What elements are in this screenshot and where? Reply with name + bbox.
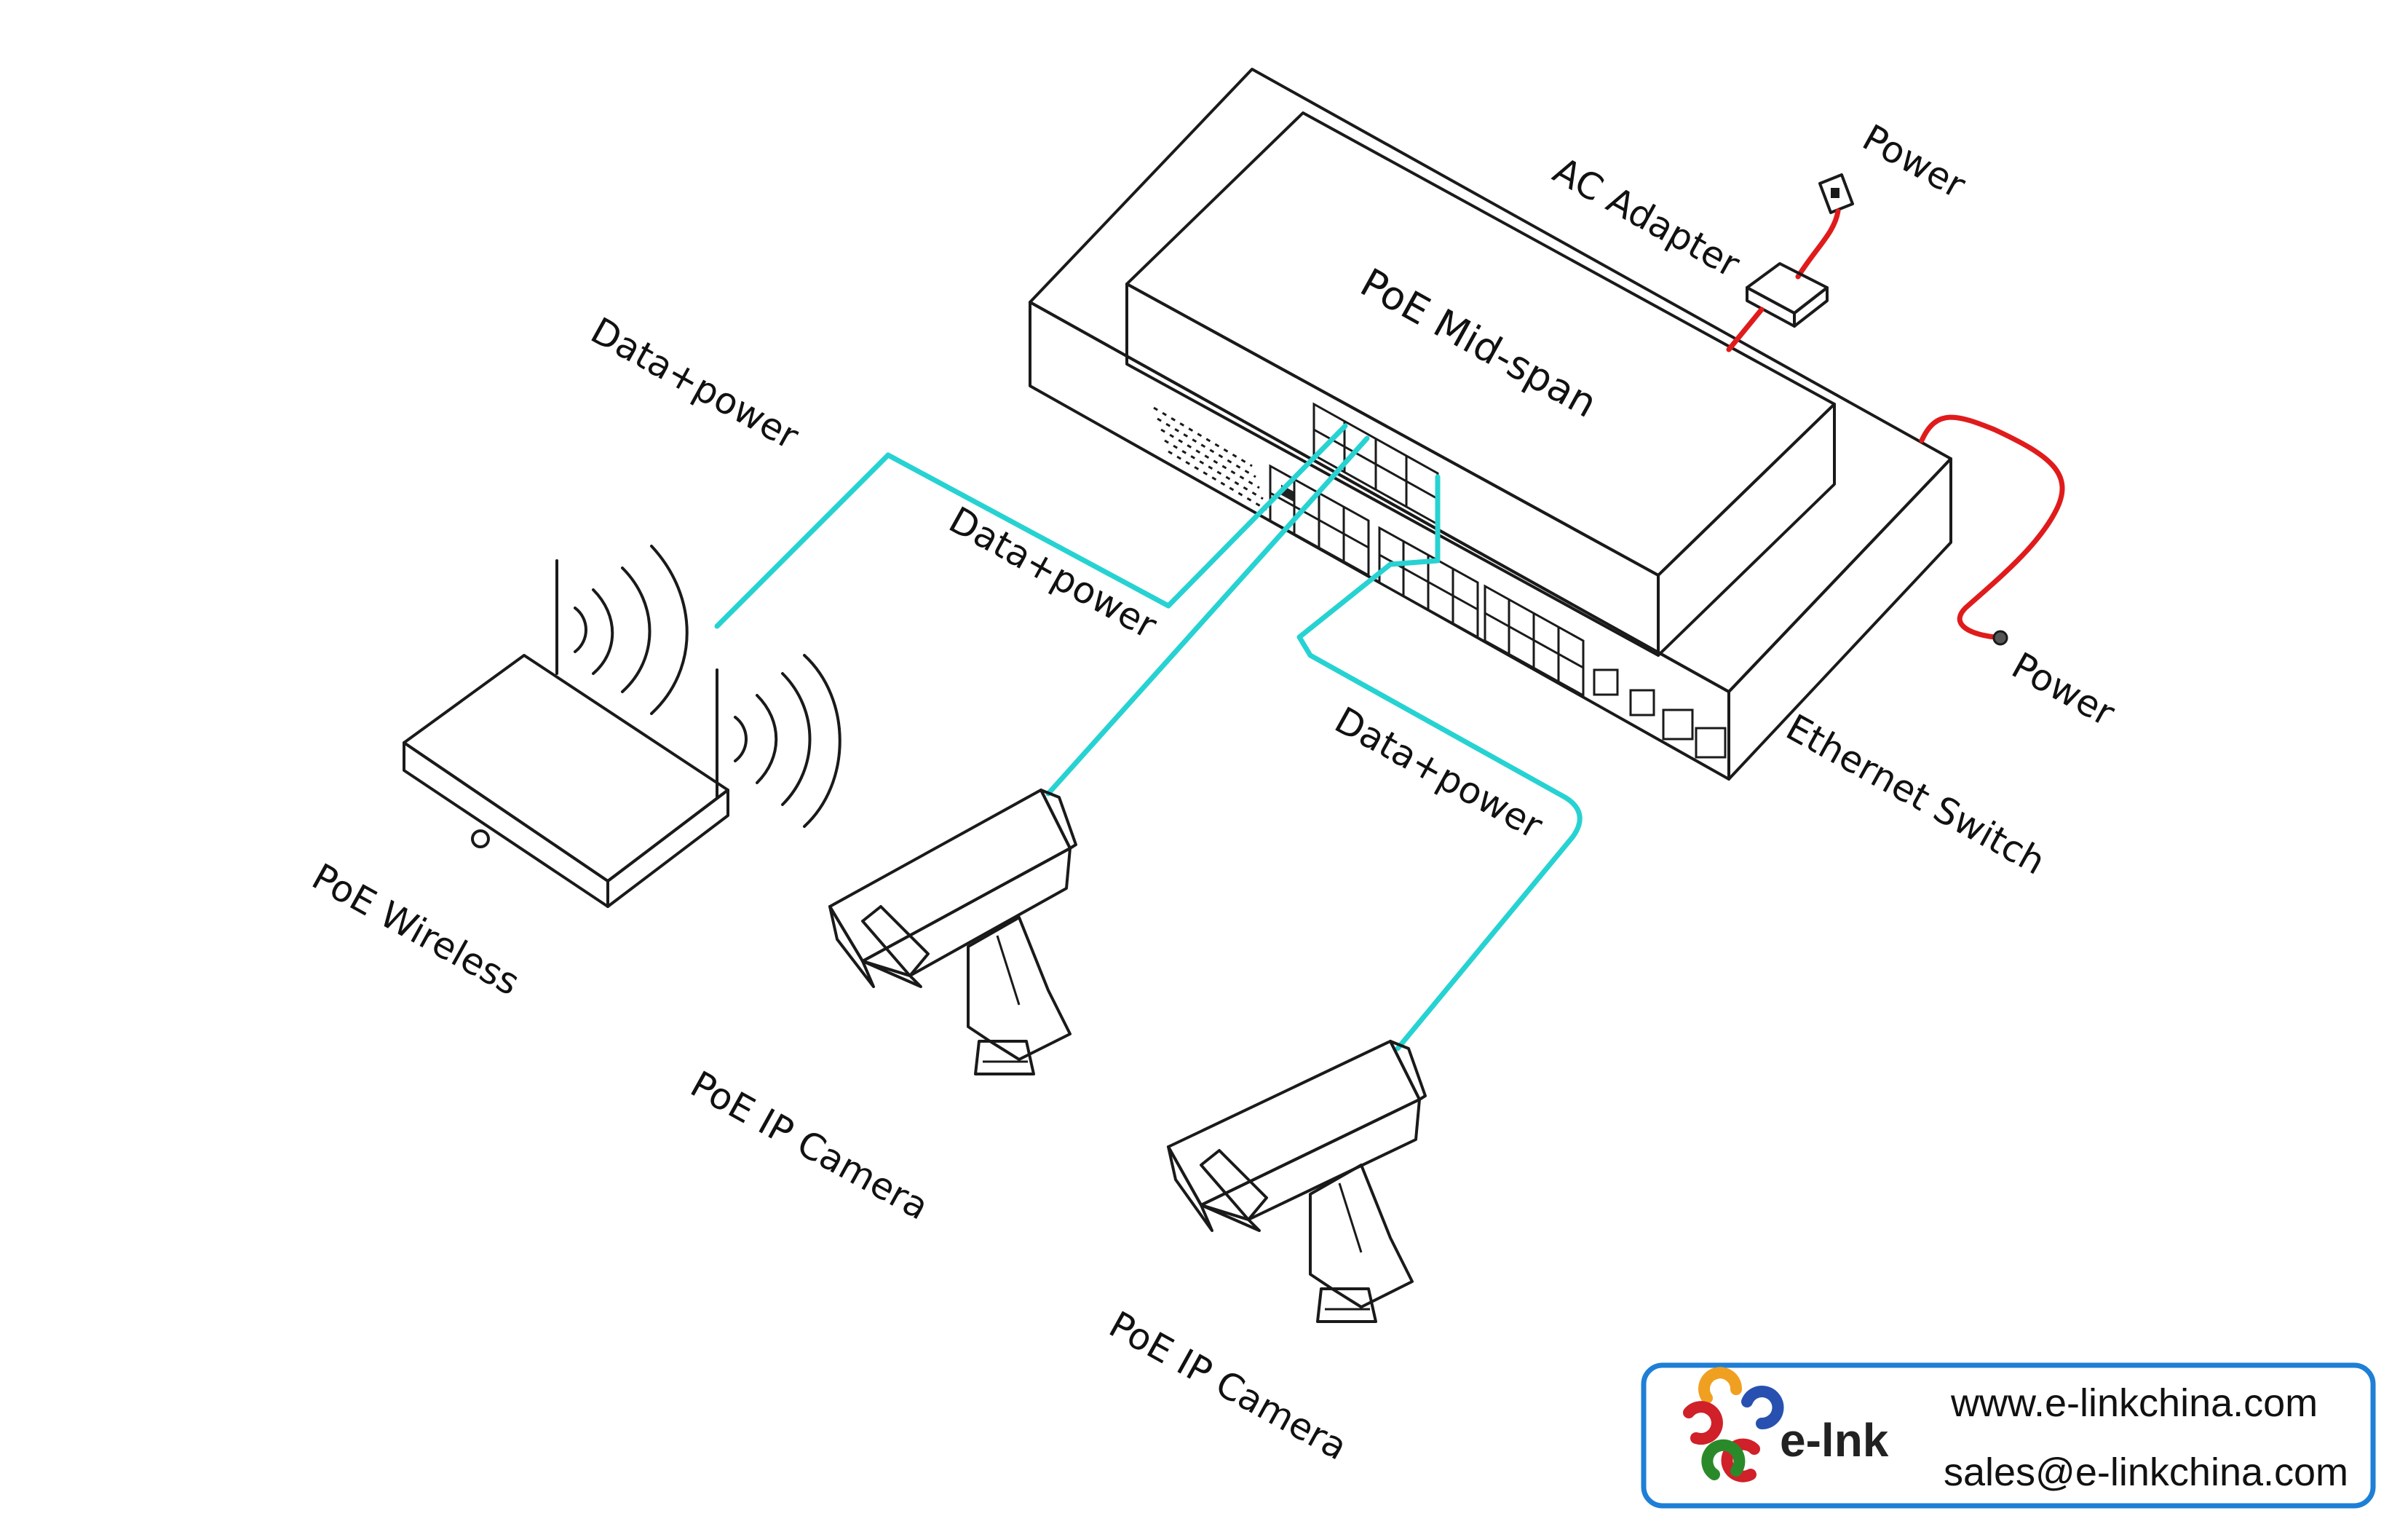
brand-email[interactable]: sales@e-linkchina.com	[1944, 1450, 2348, 1494]
switch-ports-right	[1484, 584, 1585, 698]
brand-name: e-lnk	[1780, 1414, 1889, 1466]
label-poe-ip-camera-1: PoE IP Camera	[684, 1063, 935, 1228]
label-poe-ip-camera-2: PoE IP Camera	[1102, 1303, 1354, 1469]
poe-midspan	[1125, 111, 1836, 657]
label-power-right: Power	[2005, 644, 2122, 735]
label-poe-midspan: PoE Mid-span	[1353, 259, 1604, 427]
label-ethernet-switch: Ethernet Switch	[1779, 706, 2052, 883]
switch-uplink-ports	[1593, 668, 1727, 759]
poe-wireless-ap	[403, 545, 841, 908]
ac-adapter	[1746, 262, 1829, 328]
power-plug	[1992, 630, 2008, 646]
power-outlet	[1818, 173, 1854, 214]
label-ac-adapter: AC Adapter	[1546, 149, 1747, 286]
poe-ip-camera-2	[1167, 1040, 1427, 1323]
brand-box-border	[1641, 1362, 2376, 1509]
label-poe-wireless: PoE Wireless	[305, 856, 526, 1004]
elink-logo-icon	[1683, 1367, 1784, 1482]
brand-box: e-lnk www.e-linkchina.com sales@e-linkch…	[1641, 1362, 2376, 1509]
label-power-top: Power	[1855, 117, 1973, 207]
label-data-power-3: Data+power	[1328, 699, 1550, 848]
poe-ip-camera-1	[828, 789, 1077, 1075]
brand-website[interactable]: www.e-linkchina.com	[1950, 1381, 2318, 1425]
switch-vent	[1153, 406, 1267, 511]
data-power-cables	[714, 423, 1583, 1051]
power-cables	[1726, 173, 2065, 646]
label-data-power-1: Data+power	[584, 309, 806, 458]
label-data-power-2: Data+power	[942, 499, 1164, 647]
